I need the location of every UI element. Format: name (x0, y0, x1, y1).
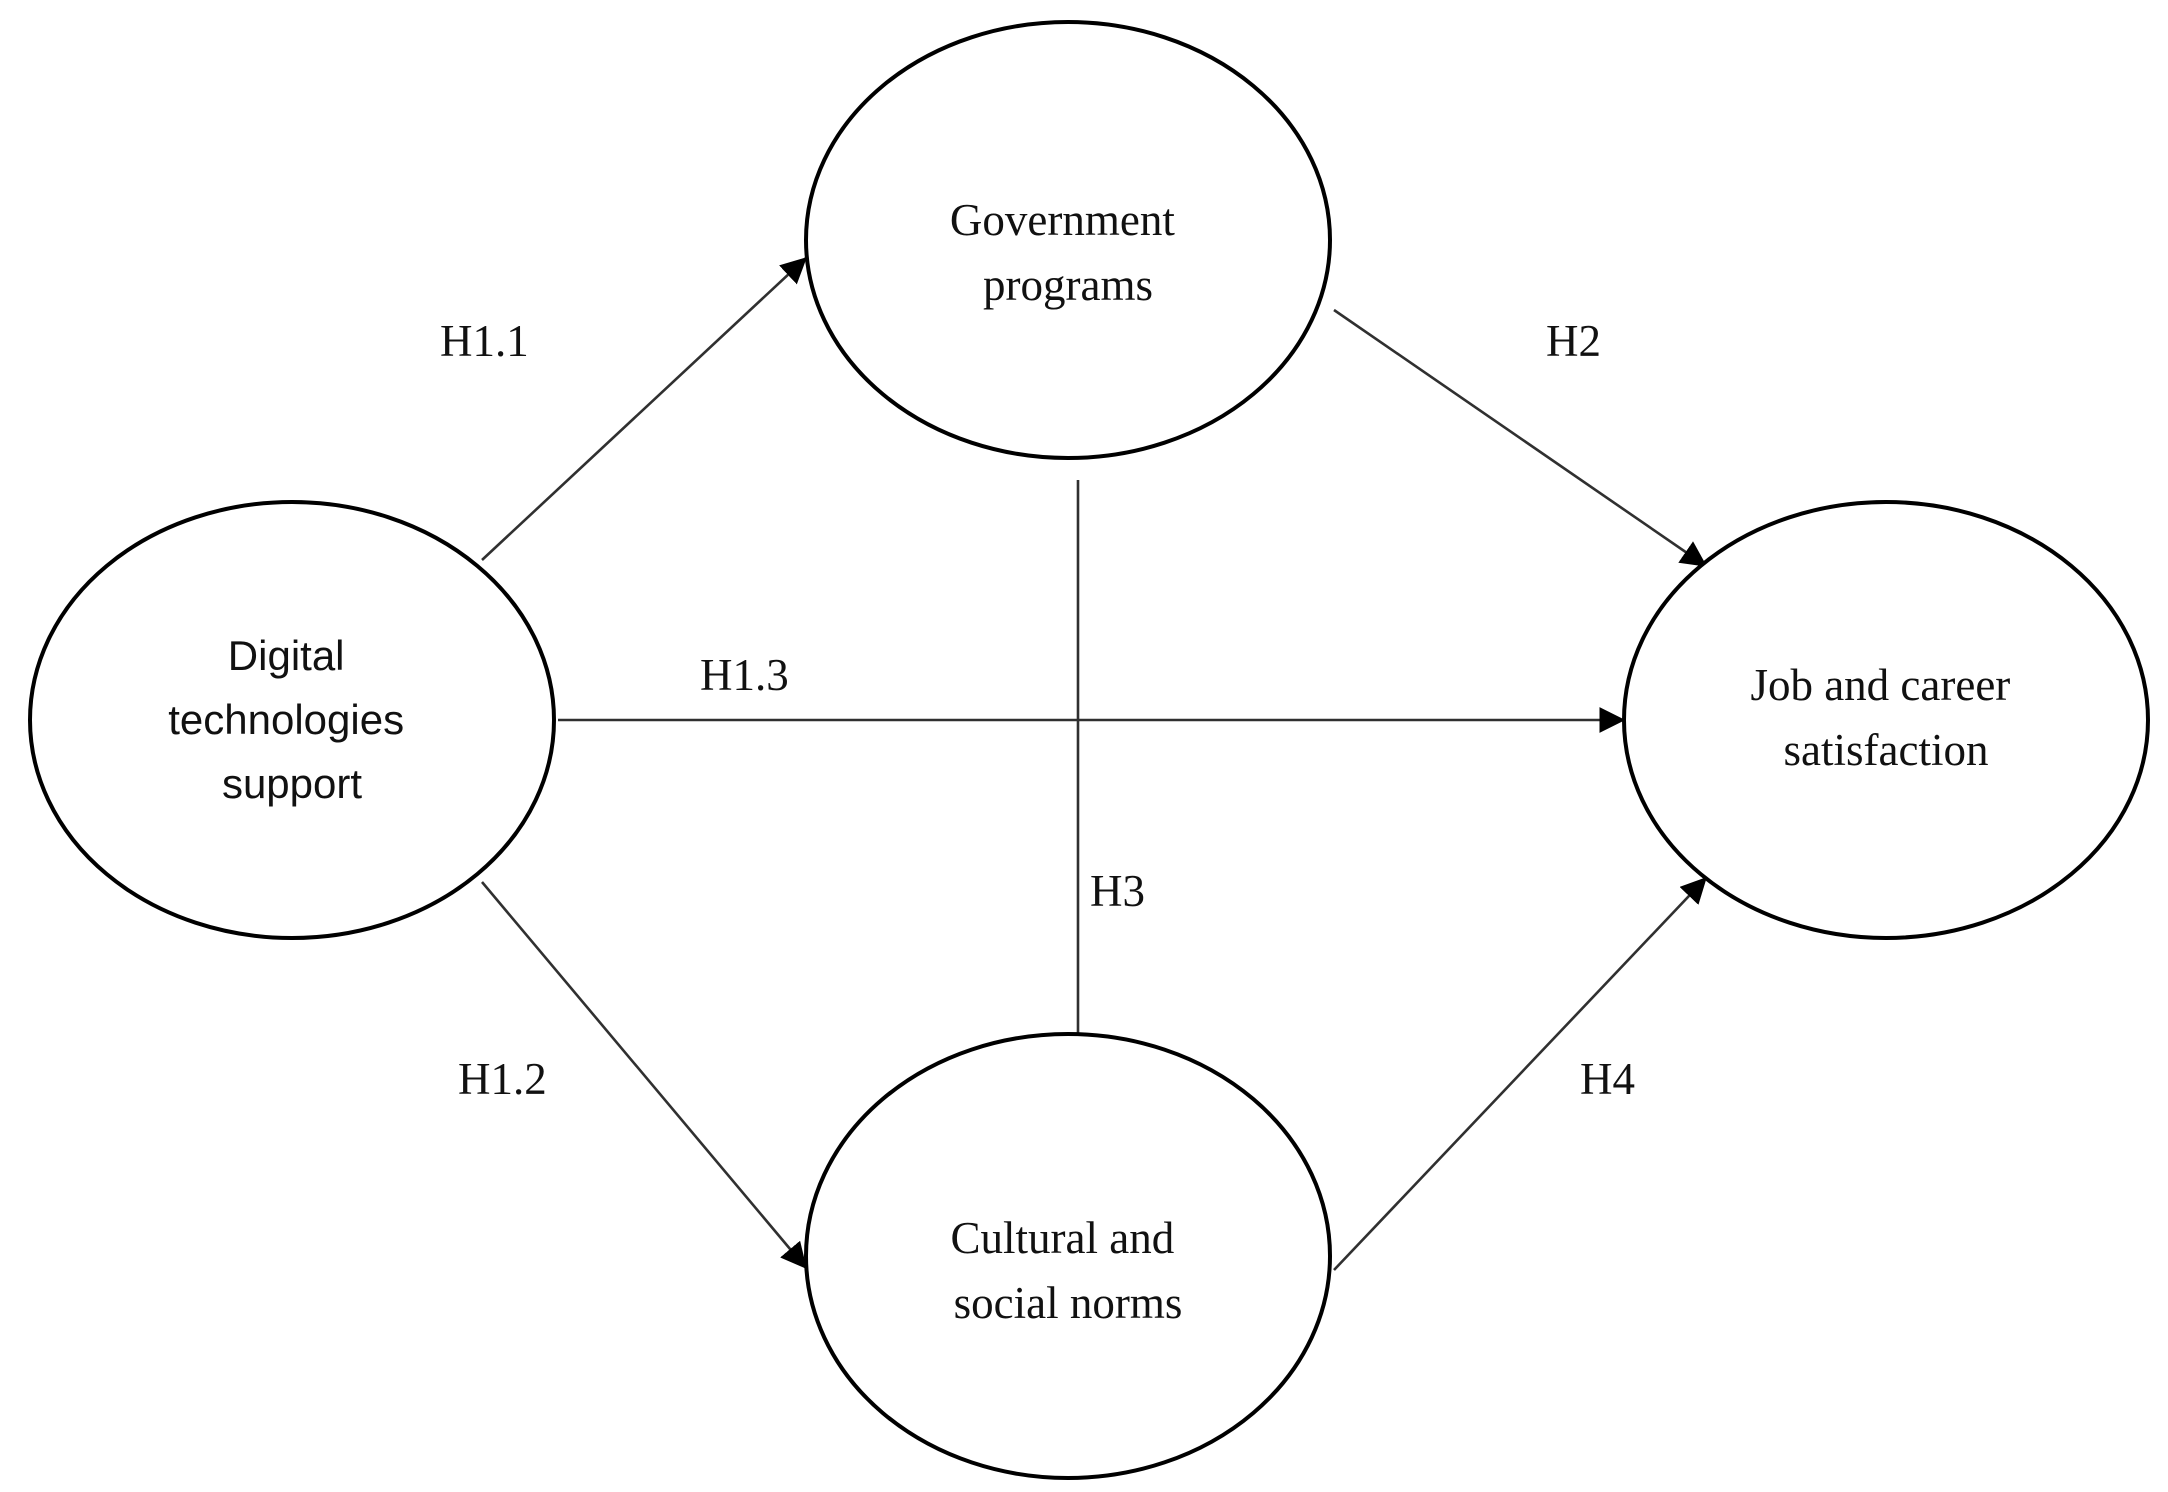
node-digital-technologies-support: Digital technologies support (28, 500, 556, 940)
node-government-label: Government programs (950, 195, 1186, 310)
arrow-h1-2 (481, 881, 807, 1269)
node-government-line-1: Government (950, 195, 1175, 245)
node-cultural-label: Cultural and social norms (951, 1213, 1186, 1328)
node-digital-line-3: support (222, 760, 362, 807)
node-government-line-2: programs (983, 260, 1153, 310)
arrow-h1-1 (481, 257, 807, 561)
edge-label-h1-2: H1.2 (458, 1054, 547, 1104)
node-government-programs: Government programs (804, 20, 1332, 460)
node-job-label: Job and career satisfaction (1750, 660, 2021, 775)
edges (481, 257, 1708, 1271)
node-digital-label: Digital technologies support (168, 632, 416, 807)
ellipse-job (1622, 500, 2150, 940)
edge-label-h3: H3 (1090, 866, 1145, 916)
edge-label-h4: H4 (1580, 1054, 1635, 1104)
node-cultural-and-social-norms: Cultural and social norms (804, 1032, 1332, 1480)
edge-label-h1-3: H1.3 (700, 650, 789, 700)
edge-label-h1-1: H1.1 (440, 316, 529, 366)
edge-labels: H1.1 H1.2 H1.3 H2 H3 H4 (440, 316, 1635, 1104)
arrow-h2 (1333, 308, 1708, 568)
edge-label-h2: H2 (1546, 316, 1601, 366)
node-digital-line-1: Digital (228, 632, 345, 679)
node-digital-line-2: technologies (168, 696, 404, 743)
ellipse-digital (28, 500, 556, 940)
ellipse-cultural (804, 1032, 1332, 1480)
arrow-h4 (1333, 877, 1707, 1271)
node-cultural-line-2: social norms (954, 1278, 1183, 1328)
node-job-line-2: satisfaction (1784, 725, 1989, 775)
node-job-line-1: Job and career (1750, 660, 2010, 710)
ellipse-government (804, 20, 1332, 460)
node-job-and-career-satisfaction: Job and career satisfaction (1622, 500, 2150, 940)
node-cultural-line-1: Cultural and (951, 1213, 1175, 1263)
